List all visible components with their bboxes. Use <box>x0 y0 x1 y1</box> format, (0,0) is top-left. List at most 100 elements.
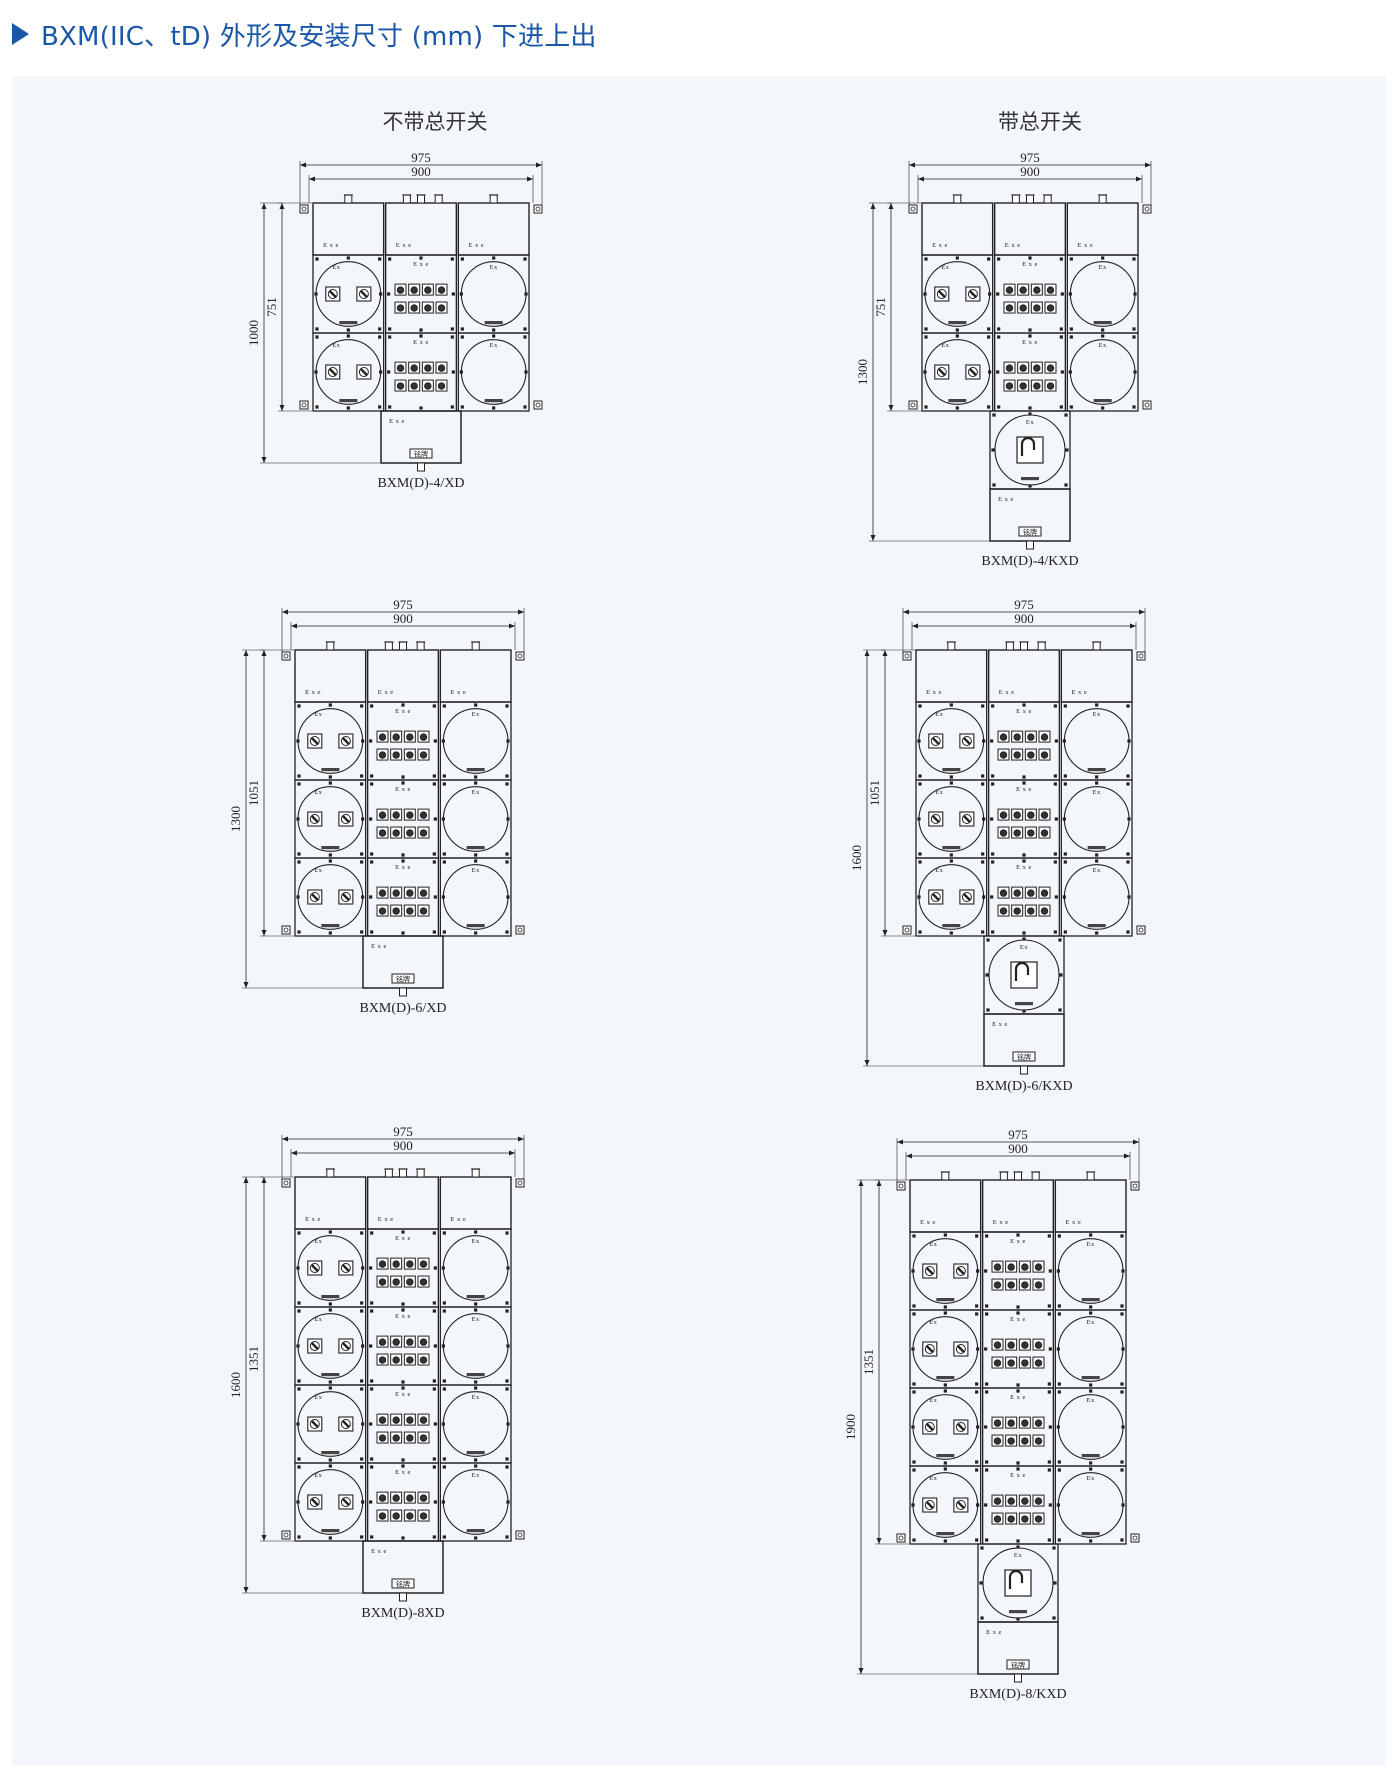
section-title: BXM(IIC、tD) 外形及安装尺寸 (mm) 下进上出 <box>41 21 597 52</box>
blank-round-module: Ex <box>1060 779 1133 859</box>
indicator-module: E x e <box>367 1306 439 1386</box>
svg-text:E x e: E x e <box>1071 689 1087 696</box>
drawing-panel <box>12 76 1386 1766</box>
svg-text:Ex: Ex <box>929 1397 937 1404</box>
switch-module: Ex <box>294 857 367 937</box>
incoming-cable-box: E x e 铭牌 <box>989 488 1071 550</box>
svg-text:E x e: E x e <box>395 1391 411 1398</box>
svg-text:E x e: E x e <box>920 1219 936 1226</box>
svg-text:E x e: E x e <box>395 786 411 793</box>
model-caption: BXM(D)-8/KXD <box>969 1687 1066 1702</box>
switch-module: Ex <box>915 857 988 937</box>
model-caption: BXM(D)-4/KXD <box>981 554 1078 569</box>
terminal-box: E x e <box>1054 1171 1127 1233</box>
dimension-height-outer: 1600 <box>228 1372 243 1398</box>
mounting-lug-icon <box>1130 1533 1140 1543</box>
svg-text:E x e: E x e <box>1065 1219 1081 1226</box>
cable-gland-icon <box>1098 194 1107 204</box>
dimension-width-inner: 900 <box>1014 611 1034 626</box>
svg-text:Ex: Ex <box>314 789 322 796</box>
mounting-lug-icon <box>299 400 309 410</box>
dimension-width-inner: 900 <box>1008 1141 1028 1156</box>
nameplate <box>1012 1051 1036 1062</box>
nameplate-label: 铭牌 <box>396 1580 410 1589</box>
nameplate <box>409 448 433 459</box>
nameplate-label: 铭牌 <box>1023 528 1037 537</box>
svg-text:Ex: Ex <box>941 342 949 349</box>
mounting-lug-icon <box>281 651 291 661</box>
svg-text:Ex: Ex <box>1014 1552 1022 1559</box>
dimension-height-outer: 1000 <box>246 320 261 346</box>
mounting-lug-icon <box>896 1533 906 1543</box>
svg-text:Ex: Ex <box>1099 264 1107 271</box>
svg-text:Ex: Ex <box>314 1238 322 1245</box>
svg-text:Ex: Ex <box>1026 419 1034 426</box>
blank-round-module: Ex <box>1054 1387 1127 1467</box>
cable-gland-icon <box>416 641 425 651</box>
bottom-cable-gland-icon <box>1014 1673 1022 1683</box>
section-header: BXM(IIC、tD) 外形及安装尺寸 (mm) 下进上出 <box>12 16 597 52</box>
cable-gland-icon <box>399 1168 407 1178</box>
svg-text:Ex: Ex <box>1087 1319 1095 1326</box>
svg-text:Ex: Ex <box>1093 789 1101 796</box>
terminal-box: E x e <box>1066 194 1139 256</box>
svg-text:Ex: Ex <box>935 867 943 874</box>
svg-text:E x e: E x e <box>1005 242 1021 249</box>
svg-text:E x e: E x e <box>371 1548 387 1555</box>
svg-text:Ex: Ex <box>314 867 322 874</box>
switch-module: Ex <box>909 1231 982 1311</box>
cable-gland-icon <box>326 1168 335 1178</box>
svg-text:E x e: E x e <box>1010 1316 1026 1323</box>
svg-text:Ex: Ex <box>490 264 498 271</box>
mounting-lug-icon <box>533 204 543 214</box>
svg-text:Ex: Ex <box>941 264 949 271</box>
blank-round-module: Ex <box>439 857 512 937</box>
svg-text:E x e: E x e <box>450 689 466 696</box>
switch-module: Ex <box>294 701 367 781</box>
svg-text:Ex: Ex <box>332 264 340 271</box>
switch-module: Ex <box>312 332 385 412</box>
switch-module: Ex <box>909 1387 982 1467</box>
dimension-height-inner: 1351 <box>246 1346 261 1372</box>
dimension-width-outer: 975 <box>411 150 431 165</box>
svg-text:Ex: Ex <box>472 1394 480 1401</box>
cable-gland-icon <box>471 641 480 651</box>
svg-text:Ex: Ex <box>314 1316 322 1323</box>
switch-module: Ex <box>294 1228 367 1308</box>
blank-round-module: Ex <box>1054 1231 1127 1311</box>
cable-gland-icon <box>1043 194 1052 204</box>
svg-text:E x e: E x e <box>1016 864 1032 871</box>
dimension-height-inner: 751 <box>873 297 888 317</box>
svg-text:Ex: Ex <box>314 711 322 718</box>
terminal-box: E x e <box>366 641 440 703</box>
blank-round-module: Ex <box>1066 332 1139 412</box>
svg-text:Ex: Ex <box>935 711 943 718</box>
terminal-box: E x e <box>439 1168 512 1230</box>
terminal-box: E x e <box>312 194 385 256</box>
svg-text:E x e: E x e <box>323 242 339 249</box>
mounting-lug-icon <box>515 651 525 661</box>
triangle-bullet-icon <box>12 23 29 45</box>
blank-round-module: Ex <box>439 701 512 781</box>
svg-text:Ex: Ex <box>1087 1241 1095 1248</box>
indicator-module: E x e <box>367 857 439 937</box>
terminal-box: E x e <box>457 194 530 256</box>
svg-text:Ex: Ex <box>935 789 943 796</box>
mounting-lug-icon <box>281 1530 291 1540</box>
svg-text:E x e: E x e <box>1010 1472 1026 1479</box>
cable-gland-icon <box>947 641 956 651</box>
svg-text:Ex: Ex <box>472 867 480 874</box>
blank-round-module: Ex <box>439 779 512 859</box>
cable-gland-icon <box>416 1168 425 1178</box>
svg-text:Ex: Ex <box>1093 711 1101 718</box>
svg-text:E x e: E x e <box>468 242 484 249</box>
svg-text:E x e: E x e <box>998 496 1014 503</box>
dimension-width-outer: 975 <box>1014 597 1034 612</box>
terminal-box: E x e <box>921 194 994 256</box>
terminal-box: E x e <box>294 1168 367 1230</box>
svg-text:E x e: E x e <box>1077 242 1093 249</box>
mounting-lug-icon <box>1136 651 1146 661</box>
incoming-cable-box: E x e铭牌 <box>983 1013 1065 1075</box>
svg-text:Ex: Ex <box>314 1394 322 1401</box>
